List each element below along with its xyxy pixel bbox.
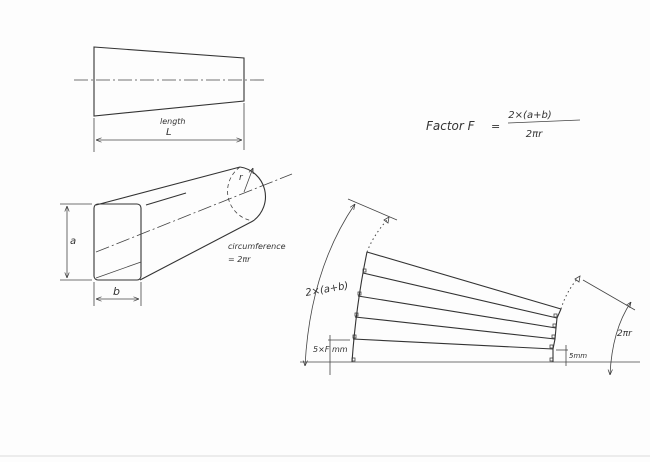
- arrowhead-mark: [574, 275, 581, 283]
- formula-equals: =: [491, 120, 500, 133]
- radial-line-right: [582, 279, 636, 311]
- side-view-taper: length L: [74, 46, 265, 152]
- b-label: b: [113, 285, 120, 298]
- inner-edge: [95, 261, 142, 279]
- rectangular-end: [93, 203, 142, 281]
- top-edge: [95, 166, 241, 206]
- formula-denominator: 2πr: [526, 129, 543, 140]
- a-label: a: [70, 236, 76, 247]
- left-continuation-dotted: [366, 219, 388, 253]
- left-end-curve: [351, 251, 368, 363]
- left-arc-label: 2×(a+b): [305, 281, 350, 299]
- strip-edge-line: [352, 338, 554, 350]
- round-end-visible: [239, 166, 266, 222]
- strip-label: 5×F mm: [313, 345, 348, 354]
- strip-edge-line: [362, 272, 558, 319]
- circumference-value: = 2πr: [228, 255, 251, 264]
- radius-label: r: [239, 173, 244, 183]
- length-symbol: L: [166, 127, 172, 138]
- strip-edge-line: [357, 295, 557, 329]
- right-arc-label: 2πr: [617, 329, 633, 339]
- right-arc-dimension: [610, 302, 631, 375]
- arrowhead-mark: [383, 216, 390, 224]
- bottom-edge: [139, 220, 254, 281]
- right-angle-mark: [552, 323, 557, 328]
- formula-numerator: 2×(a+b): [508, 110, 551, 121]
- right-angle-mark: [549, 344, 554, 349]
- hidden-edge: [145, 192, 187, 206]
- radial-line-left: [347, 198, 398, 221]
- right-strip-label: 5mm: [569, 352, 587, 360]
- right-end-curve: [552, 308, 562, 362]
- factor-formula: Factor F = 2×(a+b) 2πr: [426, 110, 581, 140]
- right-angle-mark: [553, 313, 558, 318]
- radius-line: [243, 168, 253, 193]
- round-end-hidden: [227, 166, 254, 222]
- iso-view-transition: r a b circumference = 2πr: [60, 166, 293, 306]
- right-angle-mark: [551, 334, 556, 339]
- strip-development: 2×(a+b) 5×F mm 5mm 2πr: [300, 198, 640, 375]
- centerline: [95, 173, 293, 253]
- right-continuation-dotted: [560, 277, 579, 310]
- formula-lhs: Factor F: [426, 119, 476, 133]
- strip-lines: [351, 251, 562, 362]
- fraction-bar: [507, 119, 581, 124]
- circumference-label: circumference: [228, 242, 286, 251]
- length-label: length: [160, 117, 186, 126]
- tapered-body-outline: [93, 46, 245, 117]
- left-arc-dimension: [305, 204, 355, 366]
- strip-edge-line: [354, 316, 556, 340]
- strip-edge-line: [366, 251, 562, 310]
